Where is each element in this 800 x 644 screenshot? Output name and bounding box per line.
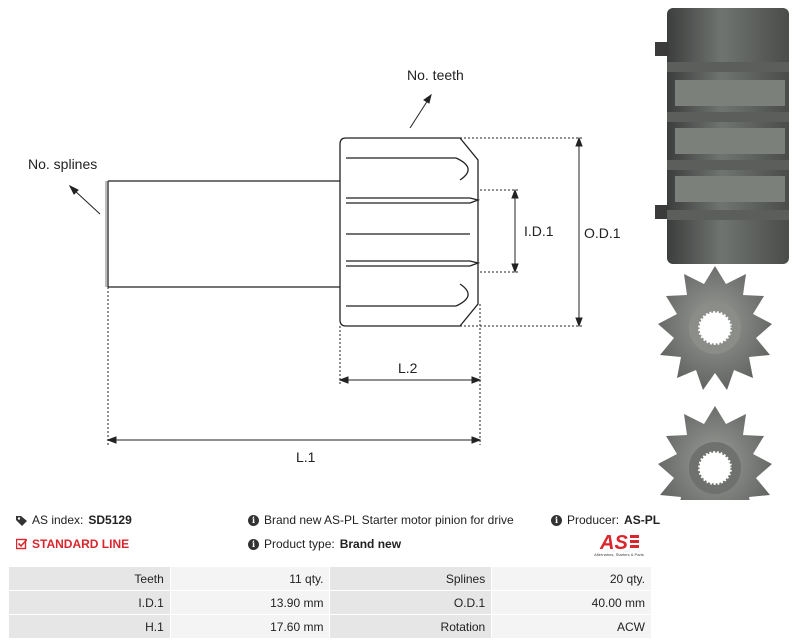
table-row: I.D.1 13.90 mm O.D.1 40.00 mm [8, 590, 652, 615]
spec-key: H.1 [8, 614, 171, 639]
info-icon: i [551, 514, 562, 526]
pinion-end-photo-2 [658, 406, 772, 500]
spec-key: Splines [329, 566, 493, 591]
spec-key: O.D.1 [329, 590, 493, 615]
product-type: i Product type: Brand new [248, 537, 401, 551]
product-photos [655, 8, 789, 500]
spec-value: 13.90 mm [169, 590, 331, 615]
checkbox-icon [16, 538, 27, 550]
spec-key: I.D.1 [8, 590, 171, 615]
l1-label: L.1 [296, 449, 316, 465]
svg-text:AS: AS [599, 532, 628, 553]
product-line-text: STANDARD LINE [32, 537, 130, 551]
l2-label: L.2 [398, 360, 418, 376]
as-index-label: AS index: [32, 513, 84, 527]
pinion-side-photo [655, 8, 789, 264]
id1-label: I.D.1 [524, 223, 554, 239]
table-row: Teeth 11 qty. Splines 20 qty. [8, 566, 652, 591]
spec-value: 11 qty. [169, 566, 331, 591]
shaft [105, 180, 340, 288]
spec-key: Teeth [8, 566, 171, 591]
technical-drawing: No. teeth No. splines I.D.1 O.D.1 L.2 L.… [28, 67, 621, 465]
od1-label: O.D.1 [584, 225, 621, 241]
producer-label: Producer: [567, 513, 620, 527]
logo-tagline: Alternators, Starters & Parts [594, 552, 644, 557]
as-logo-icon: AS [599, 532, 639, 554]
info-icon: i [248, 514, 259, 526]
brand-logo: AS Alternators, Starters & Parts [588, 531, 650, 557]
dimension-extensions [107, 137, 584, 445]
tag-icon [16, 515, 27, 526]
table-row: H.1 17.60 mm Rotation ACW [8, 614, 652, 639]
splines-label: No. splines [28, 156, 97, 172]
as-index-value: SD5129 [88, 513, 132, 527]
producer-value: AS-PL [624, 513, 661, 527]
spec-key: Rotation [329, 614, 493, 639]
info-icon: i [248, 538, 259, 550]
product-type-value: Brand new [339, 537, 402, 551]
spec-value: 20 qty. [491, 566, 652, 591]
pinion-end-photo-1 [658, 266, 772, 390]
as-index: AS index: SD5129 [16, 513, 132, 527]
product-line: STANDARD LINE [16, 537, 129, 551]
producer: i Producer: AS-PL [551, 513, 660, 527]
pinion-head [339, 137, 481, 327]
spec-table: Teeth 11 qty. Splines 20 qty. I.D.1 13.9… [8, 566, 652, 639]
dimension-lines [68, 93, 583, 444]
spec-value: 17.60 mm [169, 614, 331, 639]
spec-value: 40.00 mm [491, 590, 652, 615]
product-description: i Brand new AS-PL Starter motor pinion f… [248, 513, 514, 527]
product-type-label: Product type: [264, 537, 335, 551]
description-text: Brand new AS-PL Starter motor pinion for… [264, 513, 514, 527]
spec-value: ACW [491, 614, 652, 639]
teeth-label: No. teeth [407, 67, 464, 83]
